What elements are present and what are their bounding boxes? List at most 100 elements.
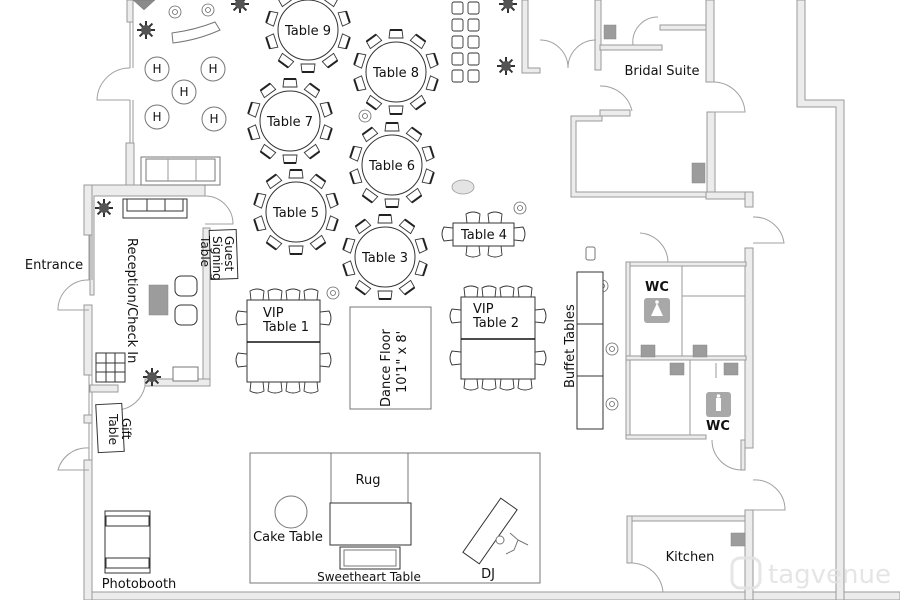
chair (247, 124, 261, 141)
chair (267, 288, 283, 301)
chair (388, 105, 404, 115)
chair (282, 154, 298, 164)
person-icon (605, 397, 619, 411)
chair (467, 69, 480, 83)
chair (365, 94, 383, 111)
chair (414, 237, 428, 254)
guest-signing-line2: Signing (210, 236, 224, 281)
person-icon (168, 5, 182, 19)
kitchen-label: Kitchen (666, 550, 715, 565)
chair (253, 215, 267, 232)
high-table-label: H (209, 112, 218, 126)
chair (325, 215, 339, 232)
chair (534, 350, 547, 366)
chair (384, 198, 400, 208)
vip-table-1-line1: VIP (263, 306, 284, 321)
wc-men-sign (706, 392, 731, 417)
chair (353, 52, 367, 69)
chair (319, 352, 332, 368)
chair (465, 245, 481, 258)
chair (365, 33, 383, 50)
table-4: Table 4 (452, 222, 515, 247)
photobooth-label: Photobooth (102, 577, 177, 592)
chair (398, 279, 416, 296)
reception-chairs (174, 275, 198, 326)
chair (398, 218, 416, 235)
chair (337, 10, 351, 27)
chair (499, 378, 515, 391)
chair (303, 143, 321, 160)
chair (265, 173, 283, 190)
chair (467, 52, 480, 66)
chair (481, 378, 497, 391)
chair (247, 101, 261, 118)
chair (467, 18, 480, 32)
vip-table-1: VIP Table 1 (246, 299, 321, 383)
stage-area: Rug Sweetheart Table Cake Table DJ (249, 452, 541, 584)
photobooth: Photobooth (102, 510, 177, 592)
reception-label: Reception/Check In (124, 238, 139, 363)
wc-women-sign (644, 298, 670, 323)
chair (319, 310, 332, 326)
chair (309, 173, 327, 190)
chair (309, 234, 327, 251)
high-table-label: H (208, 62, 217, 76)
vip-table-2: VIP Table 2 (460, 296, 536, 380)
chair (253, 192, 267, 209)
plant-icon (137, 21, 155, 39)
plant-icon (497, 57, 515, 75)
chair (303, 381, 319, 394)
sweetheart-table-label: Sweetheart Table (317, 570, 421, 584)
round-table: Table 8 (353, 29, 439, 115)
chair (499, 285, 515, 298)
chair (354, 218, 372, 235)
chair (235, 310, 248, 326)
chair (319, 101, 333, 118)
plant-icon (95, 199, 113, 217)
chair (409, 94, 427, 111)
gift-table-line2: Table (106, 413, 120, 445)
chair (265, 234, 283, 251)
gift-table-line1: Gift (119, 418, 133, 440)
plant-icon (499, 0, 517, 13)
chair (451, 35, 464, 49)
round-table: Table 7 (247, 78, 333, 164)
chair (285, 288, 301, 301)
chair (321, 52, 339, 69)
vip-table-2-line2: Table 2 (472, 316, 519, 331)
round-table: Table 5 (253, 169, 339, 255)
chair (277, 52, 295, 69)
chair (487, 245, 503, 258)
rect-table-chairs (235, 211, 547, 394)
plant-icon (231, 0, 249, 13)
high-table-label: H (152, 62, 161, 76)
entrance-label: Entrance (25, 258, 83, 273)
chair (361, 187, 379, 204)
round-table: Table 3 (342, 214, 428, 300)
person-icon (201, 3, 215, 17)
wc-men-label: WC (706, 419, 730, 434)
chair (288, 245, 304, 255)
plant-icon (143, 368, 161, 386)
vip-table-2-line1: VIP (473, 302, 494, 317)
chair (361, 126, 379, 143)
chair (451, 1, 464, 15)
high-table-label: H (179, 85, 188, 99)
chair (534, 308, 547, 324)
round-table-label: Table 3 (361, 251, 408, 266)
chair (277, 0, 295, 8)
round-table: Table 9 (265, 0, 351, 73)
chair (259, 143, 277, 160)
chair (319, 124, 333, 141)
chair (421, 168, 435, 185)
round-table-label: Table 7 (266, 115, 313, 130)
buffet-tables: Buffet Tables (563, 246, 604, 430)
chair (265, 33, 279, 50)
chair (337, 33, 351, 50)
guest-signing-line1: Guest (222, 236, 236, 272)
chair (267, 381, 283, 394)
fixtures (132, 0, 746, 547)
buffet-tables-label: Buffet Tables (563, 304, 578, 388)
